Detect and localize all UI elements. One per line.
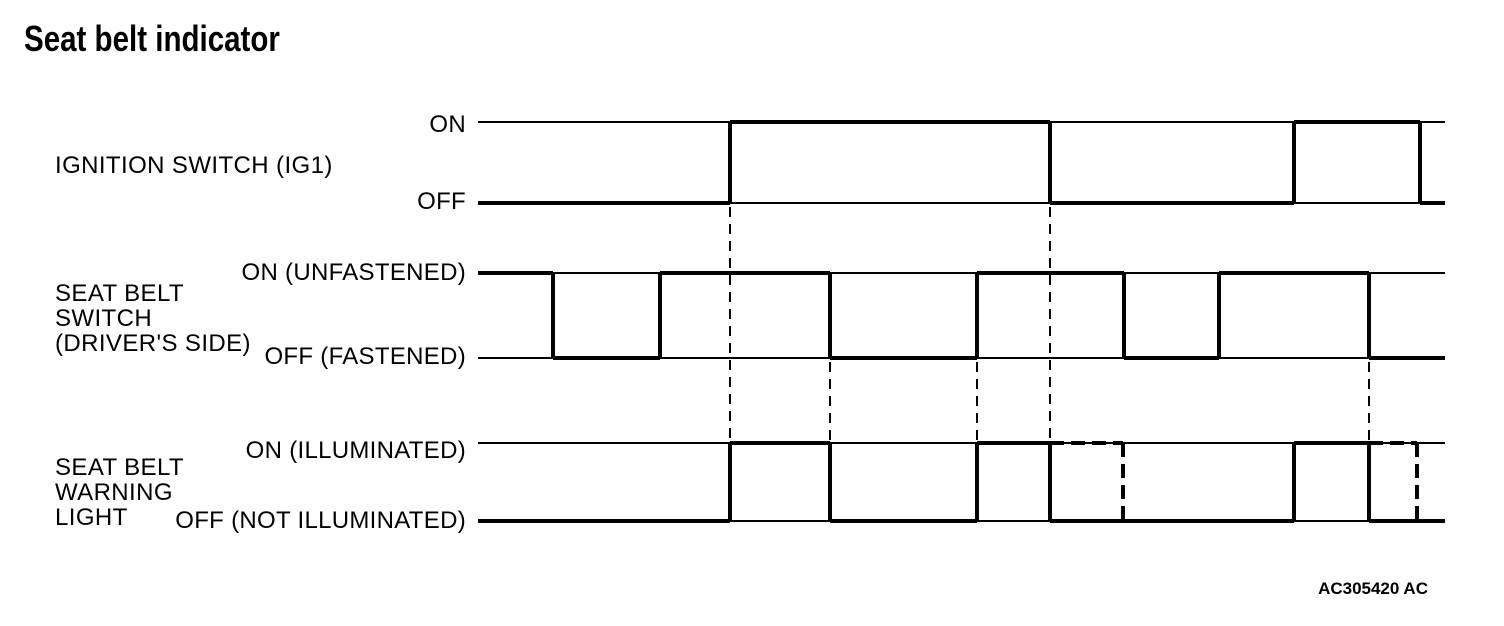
level-label-light-off-not-illuminated: OFF (NOT ILLUMINATED)	[175, 507, 466, 534]
signal-label-line: SWITCH	[55, 305, 153, 332]
signal-label-line: IGNITION SWITCH (IG1)	[55, 152, 333, 179]
page-title: Seat belt indicator	[24, 18, 280, 59]
level-label-ignition-off: OFF	[417, 188, 466, 215]
signal-label-seat-belt-switch: SEAT BELT SWITCH (DRIVER'S SIDE)	[55, 281, 251, 356]
signal-label-seat-belt-warning-light: SEAT BELT WARNING LIGHT	[55, 455, 184, 530]
signal-label-ignition-switch: IGNITION SWITCH (IG1)	[55, 153, 333, 178]
figure-code: AC305420 AC	[1318, 579, 1428, 598]
signal-label-line: SEAT BELT	[55, 454, 184, 481]
level-label-belt-on-unfastened: ON (UNFASTENED)	[241, 259, 466, 286]
signal-label-line: (DRIVER'S SIDE)	[55, 330, 251, 357]
signal-label-line: SEAT BELT	[55, 280, 184, 307]
level-label-light-on-illuminated: ON (ILLUMINATED)	[245, 437, 466, 464]
level-label-belt-off-fastened: OFF (FASTENED)	[264, 343, 466, 370]
signal-label-line: LIGHT	[55, 504, 128, 531]
signal-label-line: WARNING	[55, 479, 173, 506]
level-label-ignition-on: ON	[429, 111, 466, 138]
